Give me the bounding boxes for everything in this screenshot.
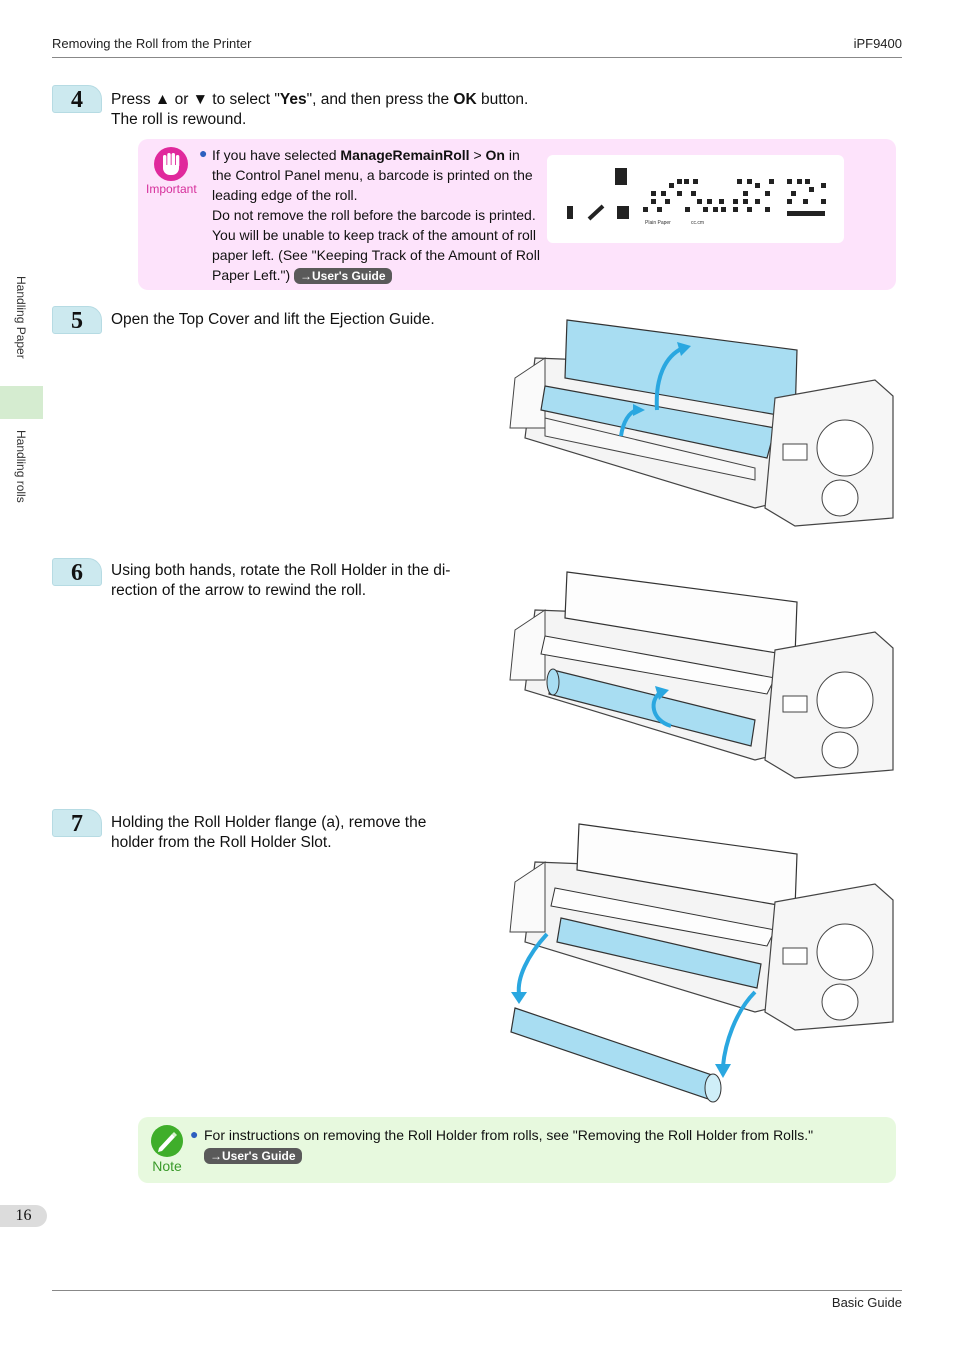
important-label: Important <box>146 182 197 196</box>
step-4-text-c: button. <box>476 91 529 108</box>
step-4-yes: Yes <box>279 91 307 108</box>
barcode-caption-2: cc.cm <box>691 220 704 226</box>
step-6-line-2: rection of the arrow to rewind the roll. <box>111 582 367 599</box>
step-number-5: 5 <box>52 306 102 334</box>
important-menu-value: On <box>485 147 505 163</box>
step-number-7: 7 <box>52 809 102 837</box>
barcode-sample: Plain Paper cc.cm <box>547 155 844 243</box>
step-7-text: Holding the Roll Holder flange (a), remo… <box>111 813 426 853</box>
header-rule <box>52 57 902 58</box>
note-bullet: ● <box>190 1126 199 1142</box>
step-4-ok: OK <box>453 91 477 108</box>
important-bullet: ● <box>199 145 208 161</box>
important-text-4: Do not remove the roll before the barcod… <box>212 207 540 283</box>
step-number-4: 4 <box>52 85 102 113</box>
note-pencil-icon <box>151 1125 183 1157</box>
side-tab-highlight <box>0 386 43 419</box>
important-hand-icon <box>154 147 188 181</box>
step-number-6: 6 <box>52 558 102 586</box>
step-6-line-1: Using both hands, rotate the Roll Holder… <box>111 562 451 579</box>
step-4-result: The roll is rewound. <box>111 111 247 128</box>
step-4-text-b: ", and then press the <box>306 91 454 108</box>
side-tab-chapter[interactable]: Handling Paper <box>14 276 28 359</box>
side-tab-section[interactable]: Handling rolls <box>14 430 28 503</box>
printer-illustration-open-cover <box>509 319 894 527</box>
page-number: 16 <box>0 1205 47 1227</box>
step-6-text: Using both hands, rotate the Roll Holder… <box>111 561 450 601</box>
header-section-title: Removing the Roll from the Printer <box>52 36 252 51</box>
note-text: For instructions on removing the Roll Ho… <box>204 1125 884 1165</box>
note-users-guide-link[interactable]: →User's Guide <box>204 1148 302 1164</box>
footer-rule <box>52 1290 902 1291</box>
important-menu-item: ManageRemainRoll <box>340 147 470 163</box>
barcode-graphic: Plain Paper cc.cm <box>567 168 826 226</box>
step-7-line-1: Holding the Roll Holder flange (a), remo… <box>111 814 427 831</box>
step-4-text: Press ▲ or ▼ to select "Yes", and then p… <box>111 90 528 130</box>
printer-illustration-remove-holder <box>509 823 894 1103</box>
important-text: If you have selected ManageRemainRoll > … <box>212 145 542 285</box>
important-text-1: If you have selected <box>212 147 341 163</box>
note-label: Note <box>152 1158 182 1174</box>
footer-guide-name: Basic Guide <box>831 1295 902 1310</box>
printer-illustration-rewind-roll <box>509 571 894 779</box>
barcode-caption-1: Plain Paper <box>645 220 671 226</box>
important-users-guide-link[interactable]: →User's Guide <box>294 268 392 284</box>
step-5-text: Open the Top Cover and lift the Ejection… <box>111 311 435 328</box>
step-7-line-2: holder from the Roll Holder Slot. <box>111 834 332 851</box>
step-4-text-a: Press ▲ or ▼ to select " <box>111 91 280 108</box>
header-model: iPF9400 <box>853 36 902 51</box>
note-text-body: For instructions on removing the Roll Ho… <box>204 1127 814 1143</box>
important-text-2: > <box>469 147 486 163</box>
important-text-3: in the Control Panel menu, a barcode is … <box>212 147 533 203</box>
